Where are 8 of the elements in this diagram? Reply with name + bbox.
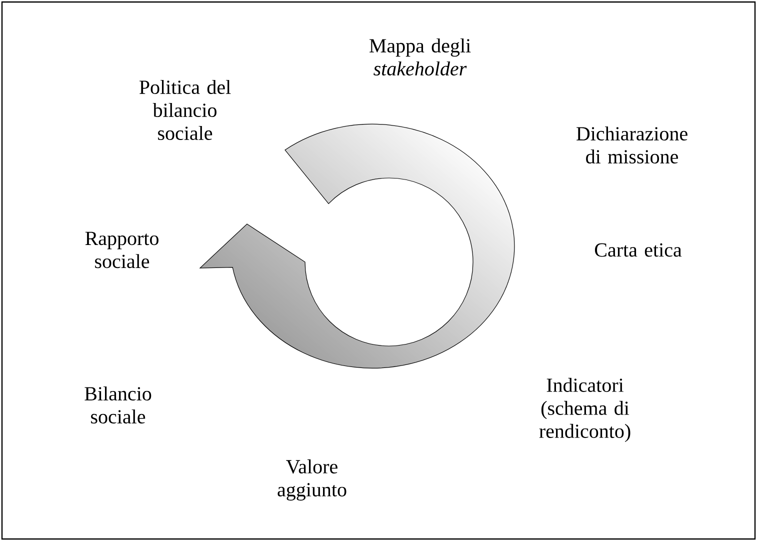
- cycle-label: Valore aggiunto: [278, 459, 346, 501]
- cycle-label: Mappa degli stakeholder: [370, 38, 471, 76]
- cycle-label: Indicatori (schema di rendiconto): [539, 378, 630, 442]
- cycle-label: Rapporto sociale: [85, 232, 158, 268]
- cycle-label: Dichiarazione di missione: [576, 126, 688, 164]
- cycle-label: Bilancio sociale: [84, 386, 152, 424]
- cycle-label: Politica del bilancio sociale: [139, 80, 231, 140]
- cycle-label: Carta etica: [594, 243, 682, 257]
